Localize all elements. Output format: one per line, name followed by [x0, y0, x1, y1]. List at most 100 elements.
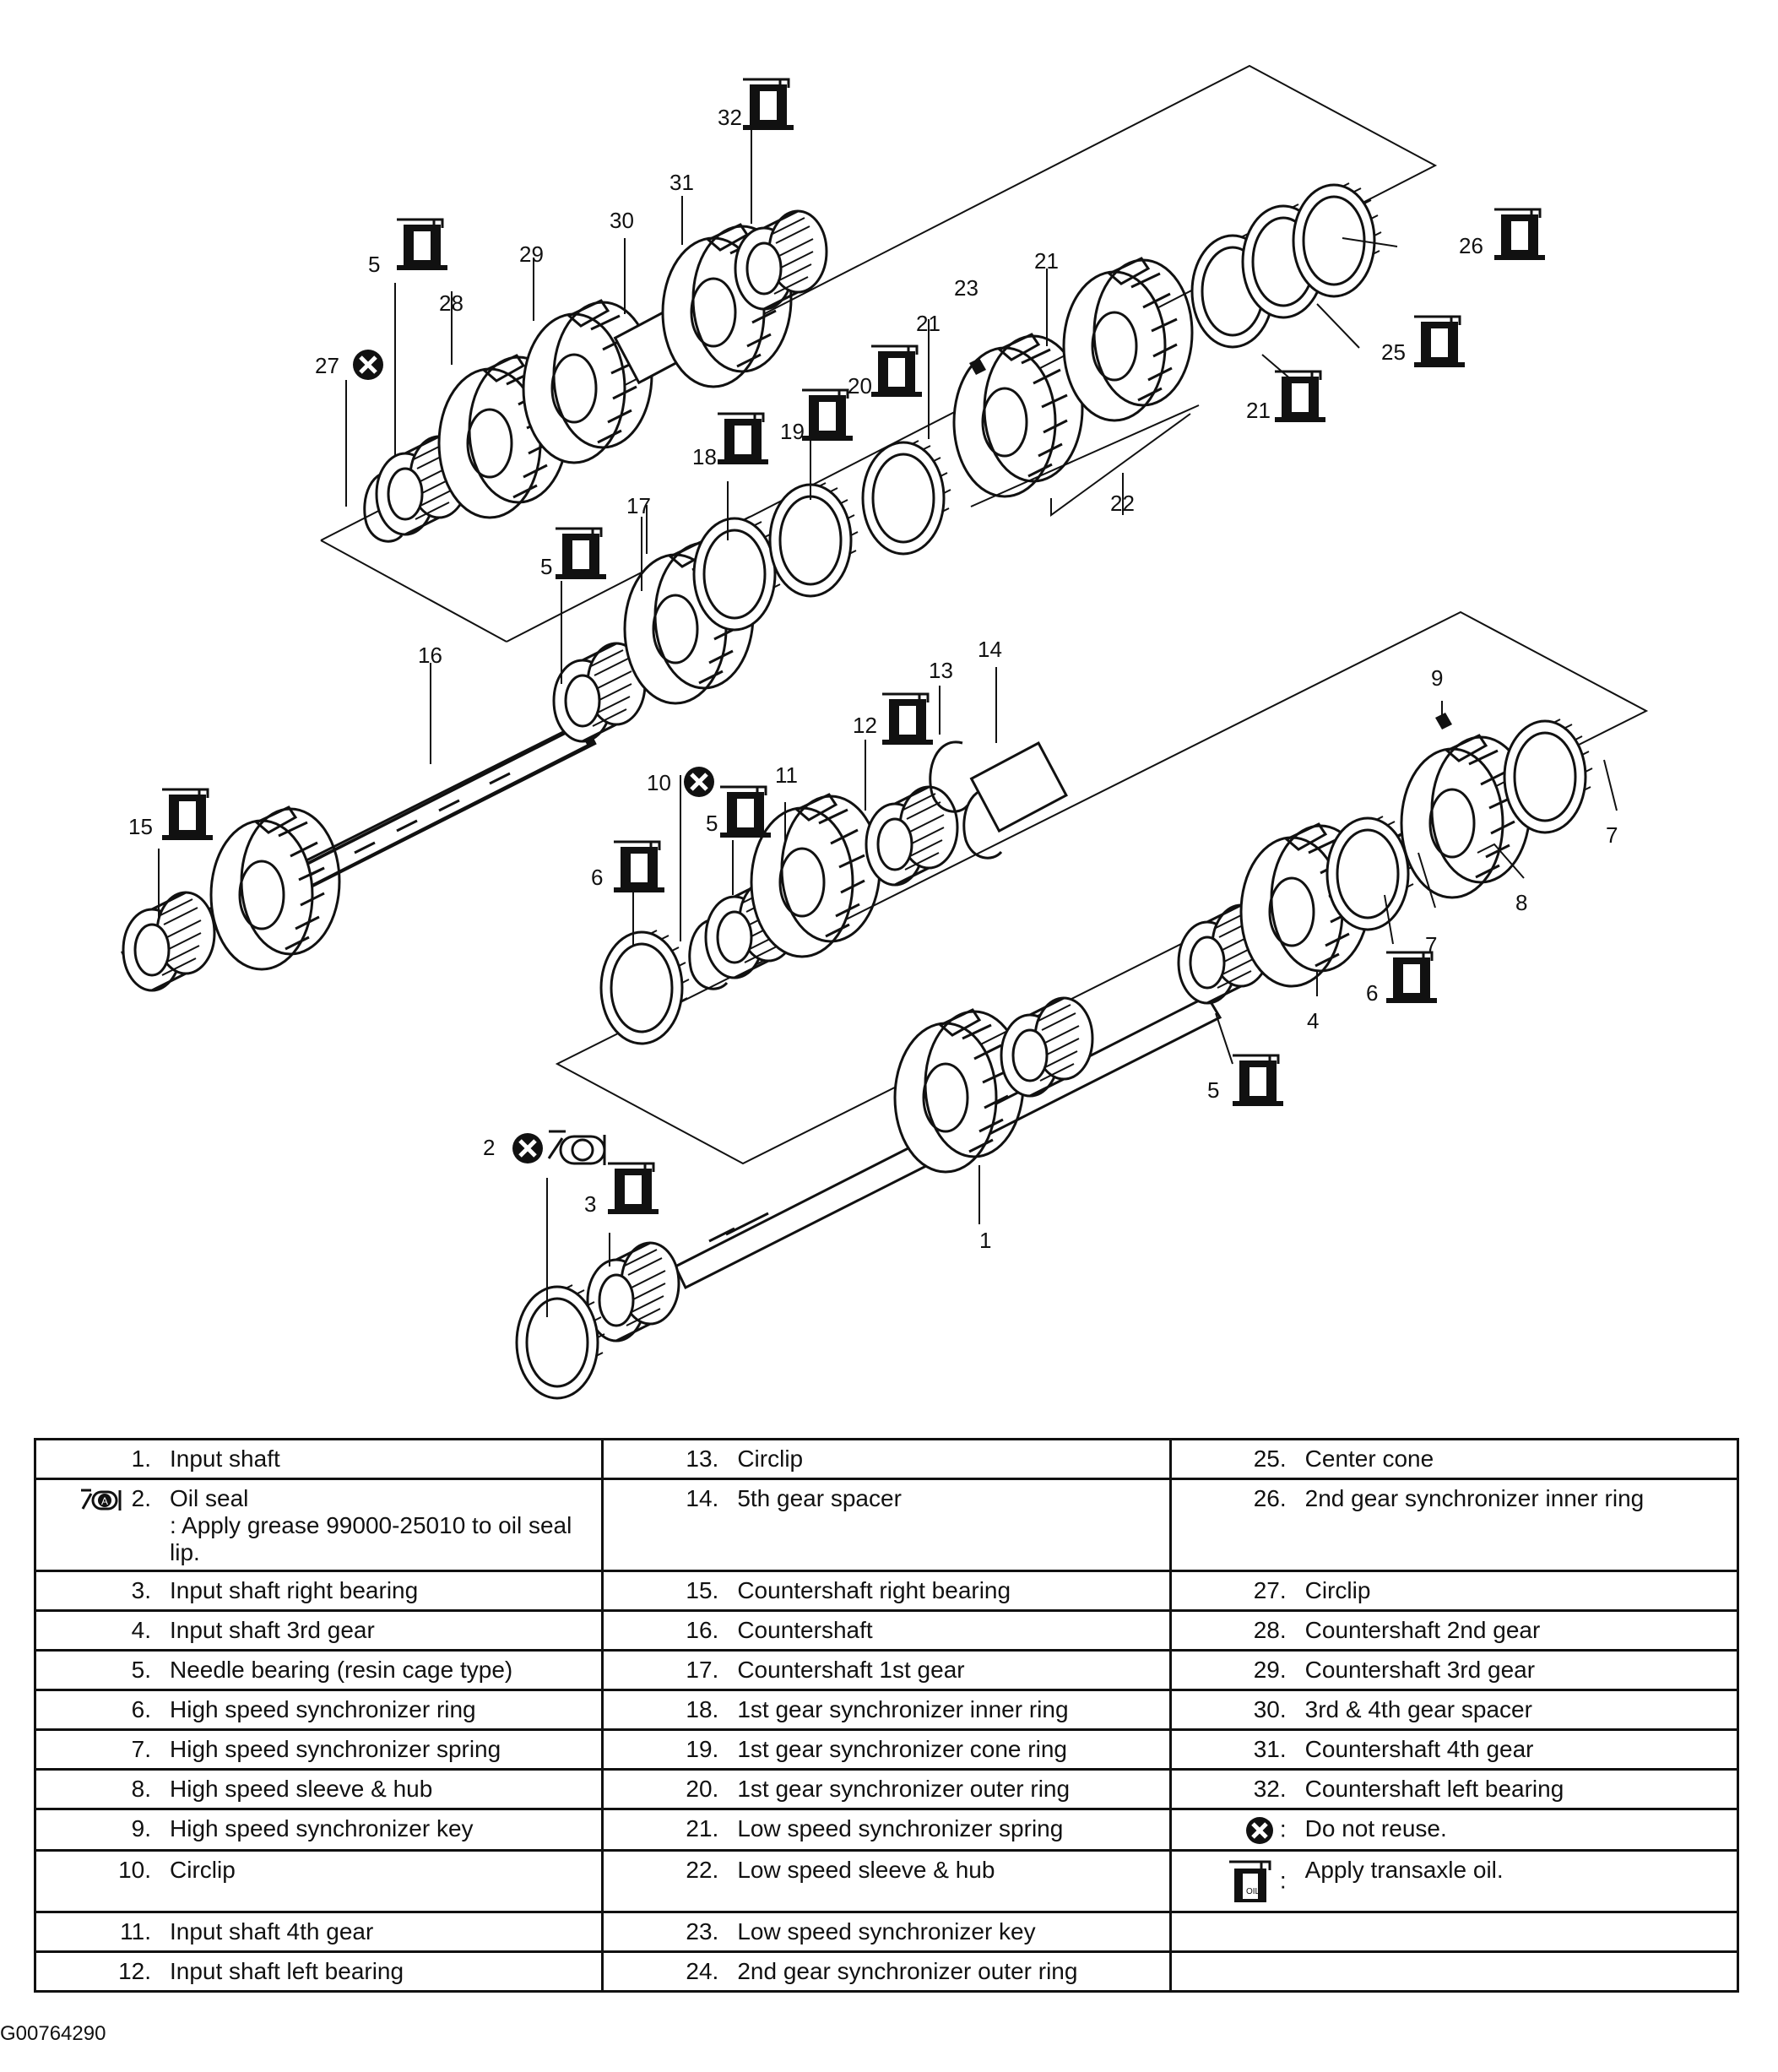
legend-text: Input shaft left bearing: [170, 1958, 594, 1985]
legend-text: Input shaft: [170, 1446, 594, 1473]
legend-note: : Apply grease 99000-25010 to oil seal l…: [170, 1512, 572, 1565]
legend-cell: 7.High speed synchronizer spring: [33, 1728, 604, 1771]
legend-cell: 15. Countershaft right bearing: [601, 1570, 1172, 1612]
legend-number: 8.: [43, 1776, 170, 1803]
legend-number-text: 13.: [686, 1446, 719, 1472]
legend-cell: 16.Countershaft: [601, 1609, 1172, 1652]
legend-number: 17.: [610, 1657, 737, 1684]
diagram-artwork: 32 31 30 29 28 27 5 26 25 23 21 21 21 20…: [121, 64, 1649, 1400]
legend-number: 10.: [43, 1857, 170, 1884]
legend-number: 4.: [43, 1617, 170, 1644]
callout-10: 10: [647, 770, 671, 795]
legend-number: OIL:: [1179, 1857, 1305, 1907]
legend-cell: 29.Countershaft 3rd gear: [1168, 1649, 1740, 1691]
legend-cell: 27.Circlip: [1168, 1570, 1740, 1612]
legend-label: Countershaft: [737, 1617, 873, 1643]
legend-text: 2nd gear synchronizer inner ring: [1305, 1485, 1730, 1512]
legend-cell: 14. 5th gear spacer: [601, 1478, 1172, 1572]
legend-number-text: 28.: [1253, 1617, 1287, 1643]
callout-28: 28: [439, 290, 463, 316]
legend-number-text: 24.: [686, 1958, 719, 1984]
legend-number: 5.: [43, 1657, 170, 1684]
legend-number-text: 26.: [1253, 1485, 1287, 1511]
legend-number: 29.: [1179, 1657, 1305, 1684]
legend-cell: 10.Circlip: [33, 1849, 604, 1913]
callout-25: 25: [1381, 339, 1406, 365]
legend-cell: [1168, 1911, 1740, 1953]
legend-text: High speed synchronizer spring: [170, 1736, 594, 1763]
legend-number: 28.: [1179, 1617, 1305, 1644]
legend-cell: 8. High speed sleeve & hub: [33, 1768, 604, 1810]
legend-text: Countershaft 2nd gear: [1305, 1617, 1730, 1644]
legend-text: Center cone: [1305, 1446, 1730, 1473]
callout-13: 13: [929, 658, 953, 683]
legend-cell: 5.Needle bearing (resin cage type): [33, 1649, 604, 1691]
legend-label: 3rd & 4th gear spacer: [1304, 1696, 1532, 1722]
legend-number: 16.: [610, 1617, 737, 1644]
callout-7-right: 7: [1606, 822, 1618, 848]
legend-number: 22.: [610, 1857, 737, 1884]
legend-text: Apply transaxle oil.: [1305, 1857, 1730, 1884]
legend-cell: :Do not reuse.: [1168, 1808, 1740, 1852]
legend-cell: 32.Countershaft left bearing: [1168, 1768, 1740, 1810]
legend-cell: 11.Input shaft 4th gear: [33, 1911, 604, 1953]
legend-number: 31.: [1179, 1736, 1305, 1763]
legend-cell: OIL:Apply transaxle oil.: [1168, 1849, 1740, 1913]
callout-21-mid: 21: [916, 311, 940, 336]
legend-cell: 21.Low speed synchronizer spring: [601, 1808, 1172, 1852]
legend-label: Countershaft right bearing: [737, 1577, 1011, 1603]
callout-22: 22: [1110, 491, 1135, 516]
legend-number-text: 4.: [131, 1617, 151, 1643]
legend-label: Center cone: [1304, 1446, 1434, 1472]
legend-text: Countershaft 1st gear: [737, 1657, 1162, 1684]
legend-cell: 28. Countershaft 2nd gear: [1168, 1609, 1740, 1652]
legend-number-text: 5.: [131, 1657, 151, 1683]
legend-number-text: 15.: [686, 1577, 719, 1603]
legend-number: 20.: [610, 1776, 737, 1803]
legend-cell: 13.Circlip: [601, 1438, 1172, 1480]
legend-text: High speed synchronizer ring: [170, 1696, 594, 1723]
legend-text: 2nd gear synchronizer outer ring: [737, 1958, 1162, 1985]
legend-cell: 4.Input shaft 3rd gear: [33, 1609, 604, 1652]
legend-cell: 19.1st gear synchronizer cone ring: [601, 1728, 1172, 1771]
legend-text: Low speed synchronizer spring: [737, 1815, 1162, 1842]
legend-label: 5th gear spacer: [737, 1485, 902, 1511]
callout-14: 14: [978, 637, 1002, 662]
legend-label: High speed sleeve & hub: [170, 1776, 433, 1802]
callout-6-right: 6: [1366, 980, 1378, 1006]
callout-5-bottom: 5: [1207, 1077, 1219, 1103]
legend-text: Input shaft right bearing: [170, 1577, 594, 1604]
legend-label: Low speed synchronizer spring: [737, 1815, 1064, 1841]
legend-number: 15.: [610, 1577, 737, 1604]
legend-label: Circlip: [170, 1857, 236, 1883]
legend-number: 27.: [1179, 1577, 1305, 1604]
legend-number-text: 8.: [131, 1776, 151, 1802]
legend-number-text: 25.: [1253, 1446, 1287, 1472]
legend-number-text: 11.: [120, 1918, 151, 1945]
legend-text: Do not reuse.: [1305, 1815, 1730, 1842]
legend-cell: [1168, 1950, 1740, 1993]
legend-cell: 17.Countershaft 1st gear: [601, 1649, 1172, 1691]
callout-21-upper: 21: [1034, 248, 1059, 274]
callout-7-lower: 7: [1425, 932, 1437, 957]
legend-text: 3rd & 4th gear spacer: [1305, 1696, 1730, 1723]
do-not-reuse-icon: [1244, 1815, 1275, 1844]
callout-6-left: 6: [591, 865, 603, 890]
legend-cell: 30.3rd & 4th gear spacer: [1168, 1689, 1740, 1731]
callout-8: 8: [1515, 890, 1527, 915]
legend-number: 6.: [43, 1696, 170, 1723]
legend-number-text: 14.: [686, 1485, 719, 1511]
callout-5-middle: 5: [540, 554, 552, 579]
callout-32: 32: [718, 105, 742, 130]
legend-label: 1st gear synchronizer inner ring: [737, 1696, 1069, 1722]
legend-number-text: 20.: [686, 1776, 719, 1802]
legend-label: 1st gear synchronizer outer ring: [737, 1776, 1071, 1802]
legend-number: 32.: [1179, 1776, 1305, 1803]
legend-cell: 18.1st gear synchronizer inner ring: [601, 1689, 1172, 1731]
